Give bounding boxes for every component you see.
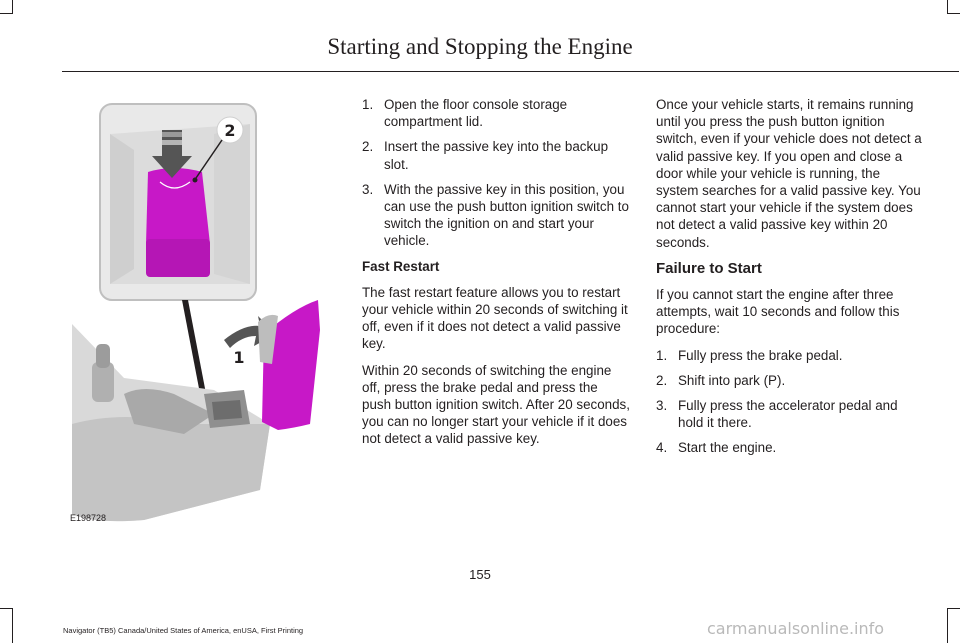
list-item: 3.Fully press the accelerator pedal and … (656, 398, 898, 431)
crop-mark (0, 13, 13, 14)
failure-to-start-heading: Failure to Start (656, 259, 762, 277)
crop-mark (947, 13, 960, 14)
page-title: Starting and Stopping the Engine (327, 34, 633, 59)
crop-mark (12, 608, 13, 643)
running-paragraph: Once your vehicle starts, it remains run… (656, 97, 922, 250)
figure-code: E198728 (70, 513, 107, 523)
crop-mark (947, 608, 960, 609)
column-left: 1.Open the floor console storage compart… (362, 96, 630, 457)
console-lid (262, 300, 320, 430)
key-fob-inset (146, 168, 210, 244)
callout-2-bubble (216, 116, 244, 144)
failure-intro-paragraph: If you cannot start the engine after thr… (656, 287, 900, 337)
gear-shifter (92, 362, 114, 402)
list-item: 1.Open the floor console storage compart… (362, 97, 568, 130)
watermark: carmanualsonline.info (707, 619, 885, 638)
page-number: 155 (469, 567, 491, 582)
list-item: 1.Fully press the brake pedal. (656, 347, 843, 363)
console-key-illustration: 2 1 (64, 94, 326, 528)
failure-steps: 1.Fully press the brake pedal. 2.Shift i… (656, 347, 926, 457)
crop-mark (0, 608, 13, 609)
list-item: 4.Start the engine. (656, 440, 777, 456)
callout-2-label: 2 (224, 121, 235, 140)
list-item: 2.Shift into park (P). (656, 372, 786, 388)
crop-mark (947, 608, 948, 643)
callout-1-label: 1 (233, 348, 244, 367)
list-item: 3.With the passive key in this position,… (362, 181, 629, 249)
footer-text: Navigator (TB5) Canada/United States of … (63, 626, 304, 635)
column-right: Once your vehicle starts, it remains run… (656, 96, 926, 465)
fast-restart-paragraph-2: Within 20 seconds of switching the engin… (362, 362, 630, 447)
list-item: 2.Insert the passive key into the backup… (362, 139, 609, 172)
fast-restart-heading: Fast Restart (362, 258, 440, 274)
header-rule (62, 71, 959, 72)
fast-restart-paragraph: The fast restart feature allows you to r… (362, 284, 628, 352)
crop-mark (947, 0, 948, 13)
backup-slot-steps: 1.Open the floor console storage compart… (362, 96, 630, 250)
crop-mark (12, 0, 13, 13)
